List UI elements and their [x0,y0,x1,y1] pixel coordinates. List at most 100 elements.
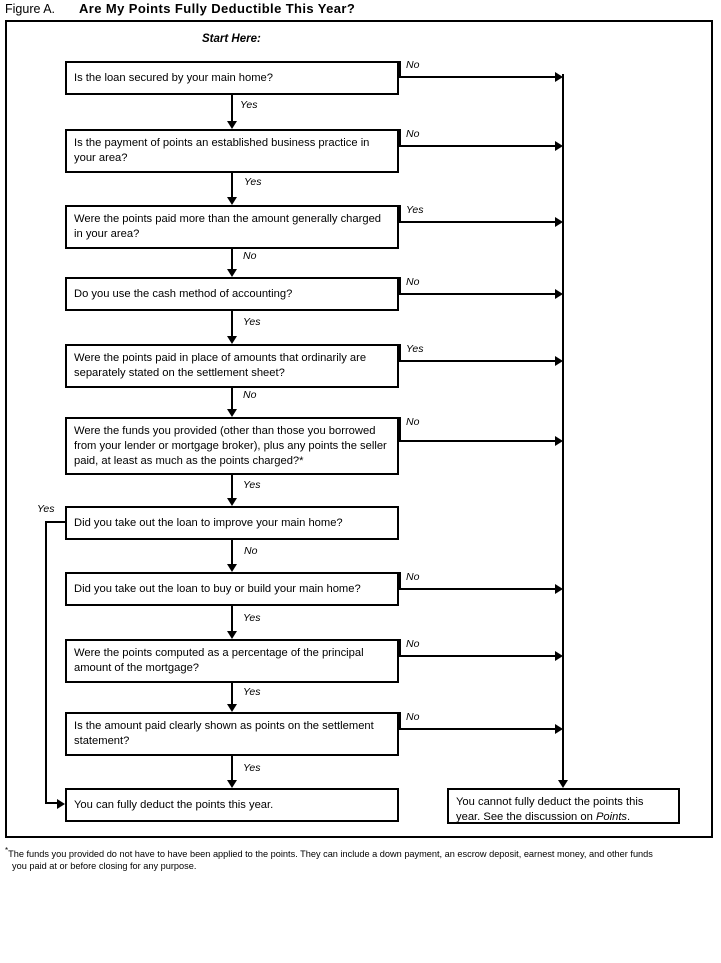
decision-box-q1-text: Is the loan secured by your main home? [74,72,273,84]
arrowhead-q2-right [555,141,563,151]
decision-box-q7[interactable]: Did you take out the loan to improve you… [65,506,399,540]
arrowhead-q4-right [555,289,563,299]
connector-q2-right-stub [399,129,401,147]
edge-label-q5-right: Yes [406,343,424,355]
outcome-box-deductible[interactable]: You can fully deduct the points this yea… [65,788,399,822]
connector-q4-right [399,293,555,295]
footnote-line1: The funds you provided do not have to ha… [8,849,653,860]
connector-q7-left-rail [45,521,47,804]
decision-box-q9[interactable]: Were the points computed as a percentage… [65,639,399,683]
edge-label-q10-down: Yes [243,762,261,774]
connector-q8-right-stub [399,572,401,590]
decision-box-q6[interactable]: Were the funds you provided (other than … [65,417,399,475]
footnote-marker: * [5,846,9,855]
edge-label-q4-down: Yes [243,316,261,328]
edge-label-q6-down: Yes [243,479,261,491]
decision-box-q3[interactable]: Were the points paid more than the amoun… [65,205,399,249]
connector-q4-q5 [231,311,233,336]
decision-box-q8-text: Did you take out the loan to buy or buil… [74,583,361,595]
connector-q10-outcome [231,756,233,780]
arrowhead-q3-right [555,217,563,227]
decision-box-q2-text: Is the payment of points an established … [74,137,370,164]
chart-frame [5,20,713,838]
edge-label-q8-down: Yes [243,612,261,624]
outcome-box-deductible-text: You can fully deduct the points this yea… [74,799,274,811]
arrowhead-q6-q7 [227,498,237,506]
edge-label-q1-down: Yes [240,99,258,111]
figure-label: Figure A. [5,2,56,16]
decision-box-q5[interactable]: Were the points paid in place of amounts… [65,344,399,388]
decision-box-q4-text: Do you use the cash method of accounting… [74,288,293,300]
edge-label-q2-down: Yes [244,176,262,188]
edge-label-q1-right: No [406,59,420,71]
arrowhead-q9-right [555,651,563,661]
decision-box-q10[interactable]: Is the amount paid clearly shown as poin… [65,712,399,756]
connector-q9-q10 [231,683,233,704]
decision-box-q1[interactable]: Is the loan secured by your main home? [65,61,399,95]
decision-box-q3-text: Were the points paid more than the amoun… [74,213,382,240]
arrowhead-rail-outcome [558,780,568,788]
decision-box-q7-text: Did you take out the loan to improve you… [74,517,343,529]
arrowhead-q9-q10 [227,704,237,712]
edge-label-q6-right: No [406,416,420,428]
connector-q3-right-stub [399,205,401,223]
arrowhead-q10-right [555,724,563,734]
arrowhead-q7-left-outcome [57,799,65,809]
arrowhead-q1-right [555,72,563,82]
connector-q6-right-stub [399,417,401,442]
arrowhead-q6-right [555,436,563,446]
connector-q9-right [399,655,555,657]
edge-label-q3-down: No [243,250,257,262]
edge-label-q7-down: No [244,545,258,557]
edge-label-q7-left: Yes [37,503,55,515]
start-here-label: Start Here: [202,33,261,45]
arrowhead-q10-outcome [227,780,237,788]
arrowhead-q3-q4 [227,269,237,277]
connector-q5-right [399,360,555,362]
arrowhead-q4-q5 [227,336,237,344]
arrowhead-q2-q3 [227,197,237,205]
arrowhead-q5-q6 [227,409,237,417]
connector-q1-q2 [231,95,233,121]
connector-q2-q3 [231,173,233,197]
connector-q2-right [399,145,555,147]
decision-box-q4[interactable]: Do you use the cash method of accounting… [65,277,399,311]
edge-label-q8-right: No [406,571,420,583]
rail-not-deductible [562,74,564,780]
decision-box-q8[interactable]: Did you take out the loan to buy or buil… [65,572,399,606]
decision-box-q10-text: Is the amount paid clearly shown as poin… [74,720,374,747]
connector-q8-q9 [231,606,233,631]
decision-box-q9-text: Were the points computed as a percentage… [74,647,364,674]
connector-q8-right [399,588,555,590]
edge-label-q3-right: Yes [406,204,424,216]
decision-box-q5-text: Were the points paid in place of amounts… [74,352,367,379]
connector-q7-left [45,521,67,523]
page-title: Are My Points Fully Deductible This Year… [79,1,356,16]
arrowhead-q1-q2 [227,121,237,129]
edge-label-q9-right: No [406,638,420,650]
connector-q6-right [399,440,555,442]
connector-q10-right [399,728,555,730]
edge-label-q9-down: Yes [243,686,261,698]
connector-q3-q4 [231,249,233,269]
connector-q1-right-stub [399,61,401,78]
arrowhead-q5-right [555,356,563,366]
connector-q3-right [399,221,555,223]
connector-q10-right-stub [399,712,401,730]
connector-q5-right-stub [399,344,401,362]
connector-q7-q8 [231,540,233,564]
arrowhead-q8-right [555,584,563,594]
edge-label-q4-right: No [406,276,420,288]
edge-label-q5-down: No [243,389,257,401]
decision-box-q2[interactable]: Is the payment of points an established … [65,129,399,173]
footnote: *The funds you provided do not have to h… [5,845,717,872]
arrowhead-q7-q8 [227,564,237,572]
decision-box-q6-text: Were the funds you provided (other than … [74,425,387,467]
arrowhead-q8-q9 [227,631,237,639]
footnote-line2: you paid at or before closing for any pu… [12,860,197,871]
connector-q4-right-stub [399,277,401,295]
connector-q7-left-into-outcome [45,802,59,804]
